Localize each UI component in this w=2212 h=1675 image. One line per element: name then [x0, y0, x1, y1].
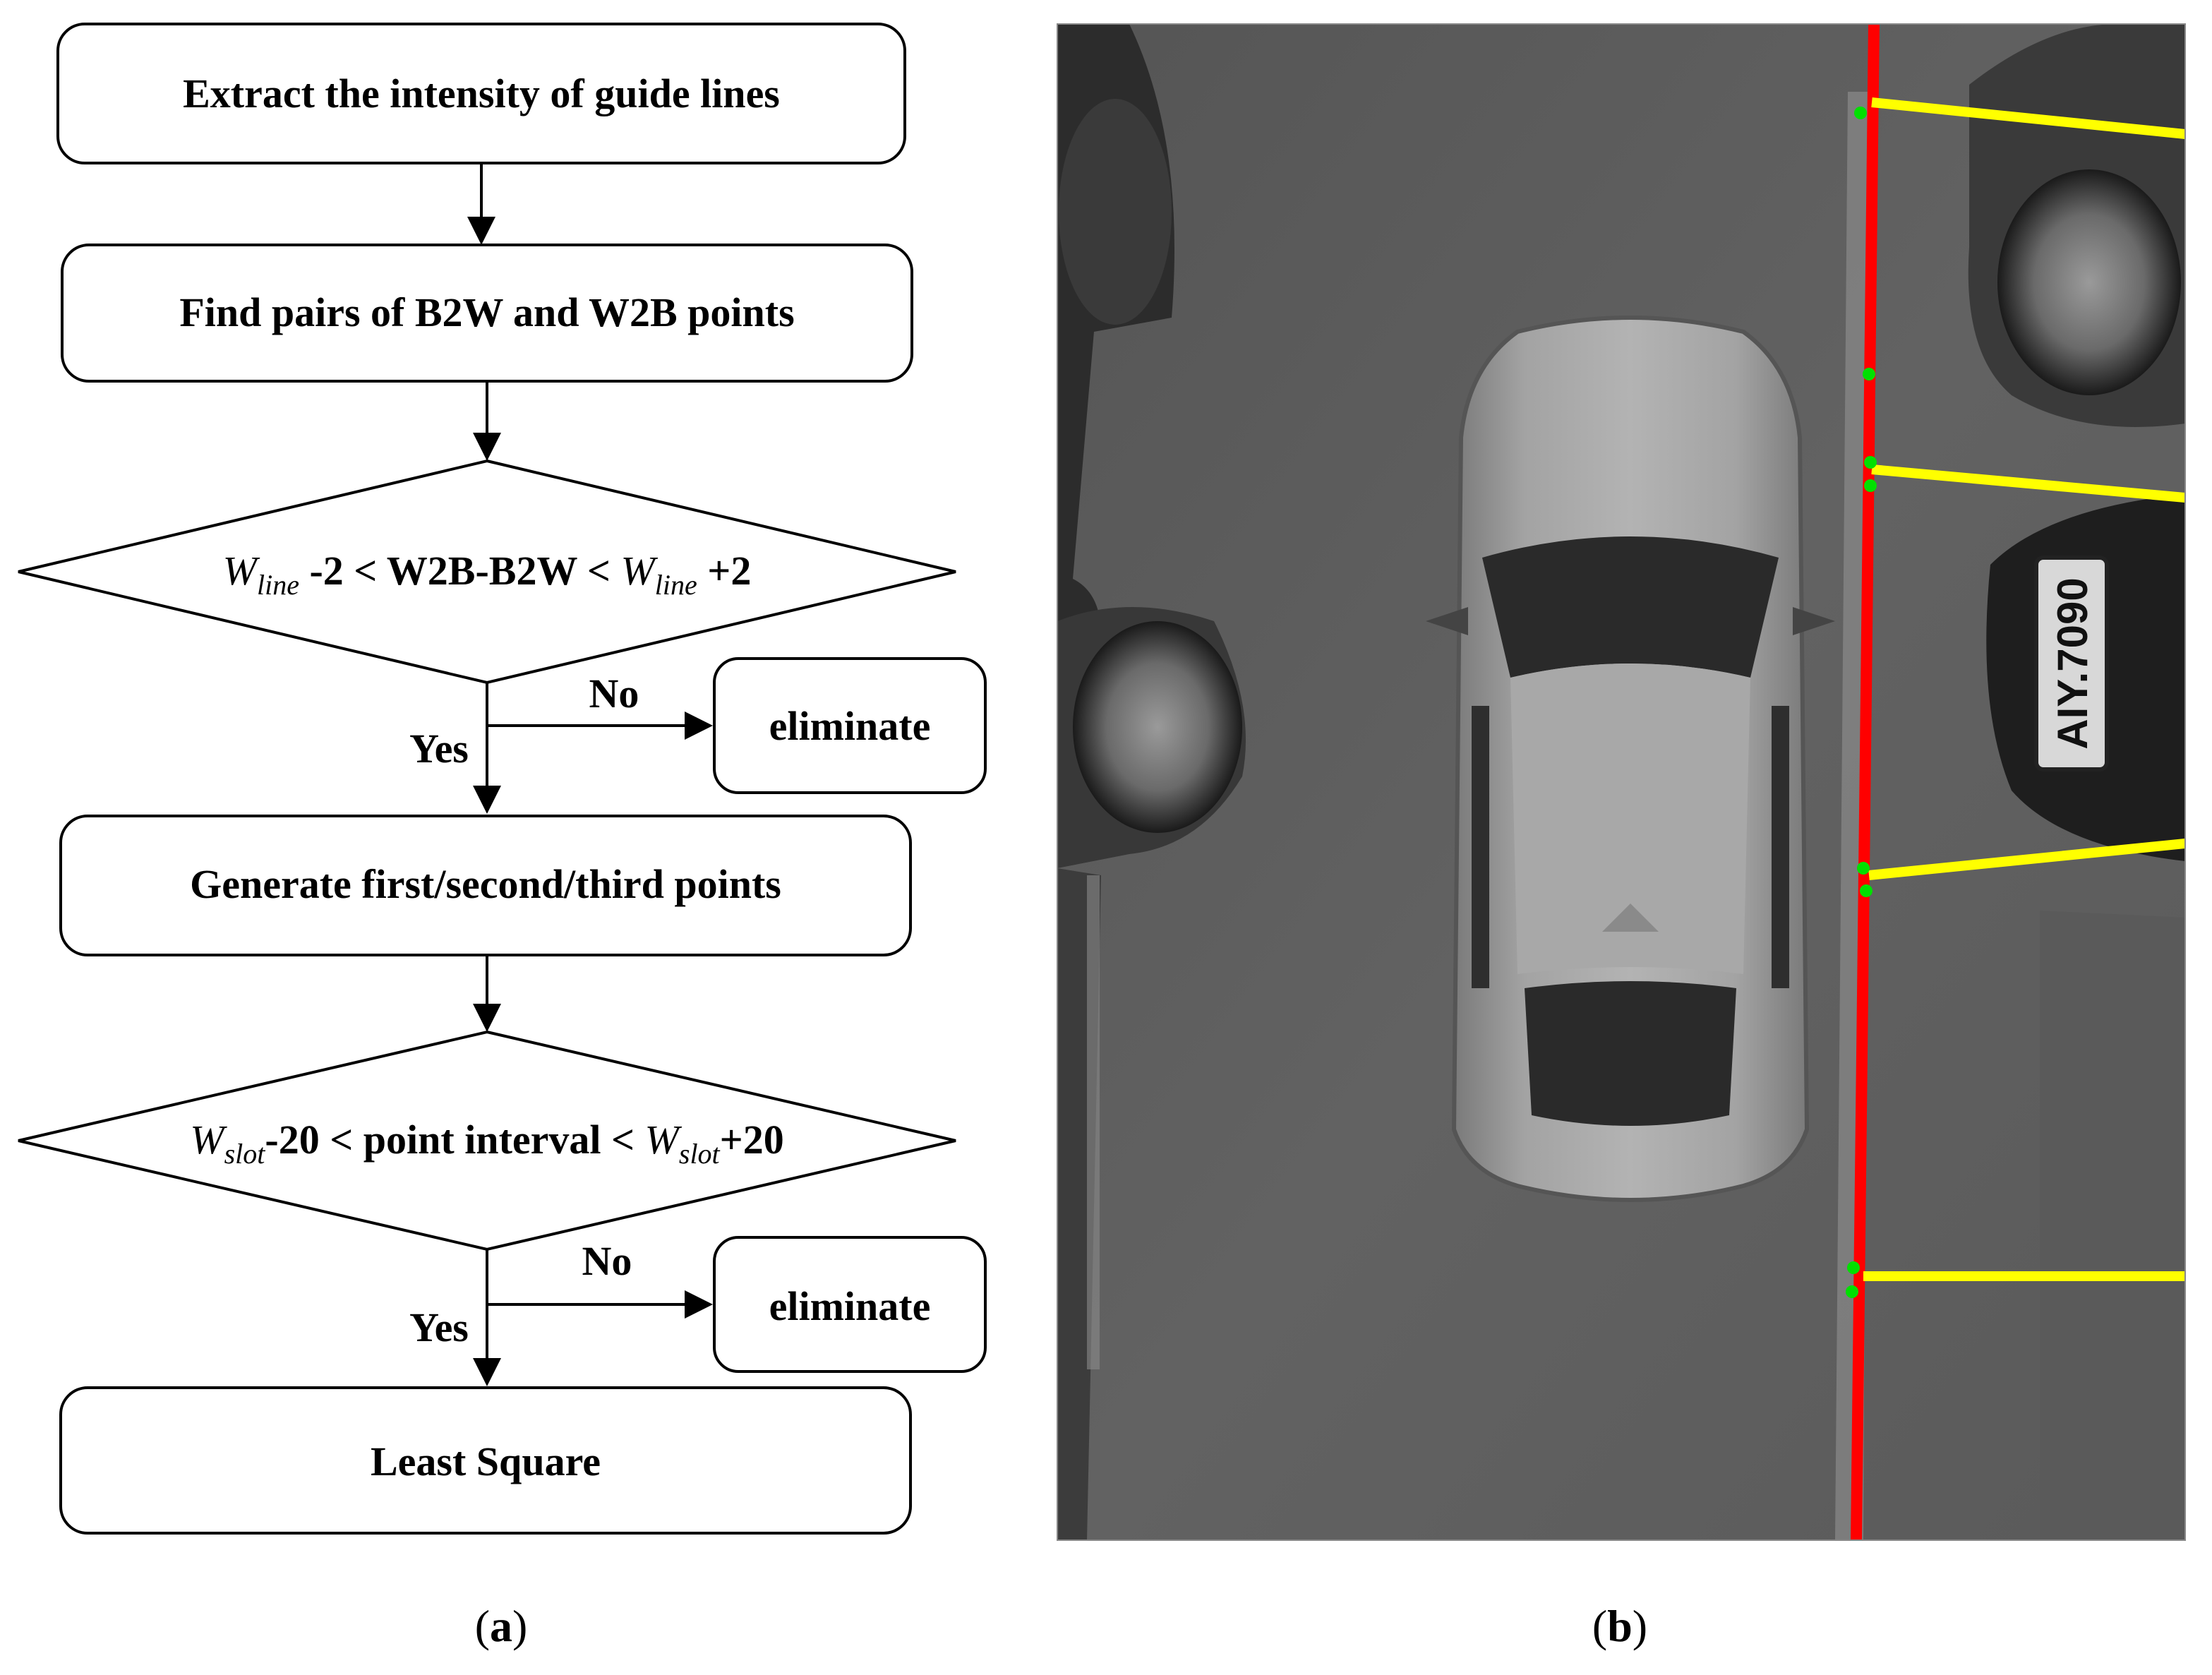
- slot-line-3: [1868, 839, 2185, 880]
- step-extract-intensity-label: Extract the intensity of guide lines: [183, 71, 780, 116]
- decision-slot-width: Wslot-20 < point interval < Wslot+20: [18, 1030, 956, 1251]
- license-plate-text: AIY.7090: [2049, 577, 2096, 750]
- caption-a: (a): [475, 1601, 528, 1651]
- point-3: [1864, 456, 1877, 469]
- detected-points: [1846, 107, 1877, 1298]
- no-label-2: No: [582, 1238, 632, 1284]
- flowchart: Extract the intensity of guide lines Fin…: [18, 23, 987, 1535]
- eliminate-label-1: eliminate: [769, 703, 931, 749]
- center-car: [1426, 316, 1835, 1202]
- step-extract-intensity: Extract the intensity of guide lines: [56, 23, 906, 164]
- yes-label-2: Yes: [409, 1304, 469, 1350]
- eliminate-box-1: eliminate: [713, 657, 987, 794]
- point-2: [1863, 368, 1875, 380]
- step-generate-points-label: Generate first/second/third points: [190, 861, 781, 907]
- no-label-1: No: [589, 671, 639, 716]
- point-4: [1864, 479, 1877, 492]
- slot-line-1: [1871, 97, 2185, 139]
- yes-label-1: Yes: [409, 726, 469, 772]
- decision-line-width: Wline -2 < W2B-B2W < Wline +2: [18, 459, 956, 685]
- step-find-pairs: Find pairs of B2W and W2B points: [61, 244, 913, 383]
- parking-photo: AIY.7090: [1057, 23, 2186, 1541]
- slot-line-2: [1871, 464, 2185, 503]
- detected-slot-lines: [1863, 97, 2185, 1281]
- eliminate-label-2: eliminate: [769, 1283, 931, 1329]
- caption-b: (b): [1592, 1601, 1647, 1651]
- step-least-square: Least Square: [59, 1386, 912, 1535]
- point-7: [1847, 1261, 1860, 1274]
- step-find-pairs-label: Find pairs of B2W and W2B points: [179, 289, 794, 335]
- point-5: [1857, 862, 1870, 875]
- decision-line-width-label: Wline -2 < W2B-B2W < Wline +2: [223, 548, 752, 601]
- eliminate-box-2: eliminate: [713, 1236, 987, 1373]
- point-6: [1860, 884, 1873, 897]
- decision-slot-width-label: Wslot-20 < point interval < Wslot+20: [190, 1117, 783, 1170]
- point-1: [1854, 107, 1867, 119]
- step-generate-points: Generate first/second/third points: [59, 815, 912, 956]
- license-plate: AIY.7090: [2034, 556, 2109, 772]
- detected-boundary-line: [1851, 24, 1880, 1540]
- step-least-square-label: Least Square: [371, 1439, 601, 1484]
- left-vehicle: [1057, 24, 1246, 1540]
- point-8: [1846, 1285, 1858, 1298]
